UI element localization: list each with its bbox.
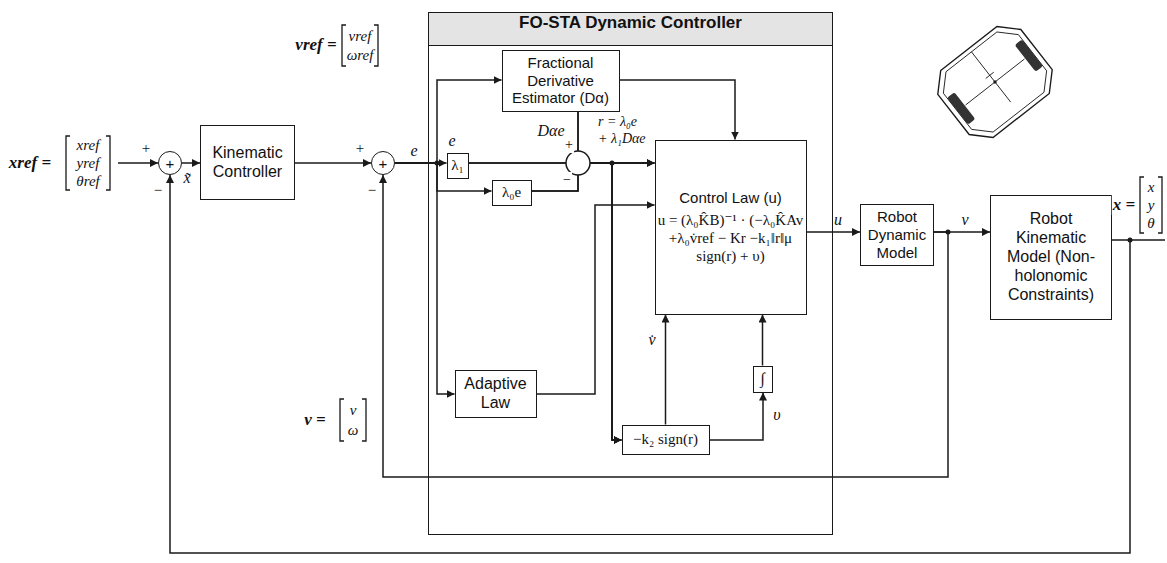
controller-group: Fractional Derivative Estimator (Dα) λ₁ λ₀… (428, 12, 833, 535)
adaptive-block: Adaptive Law (455, 370, 537, 418)
input-line (118, 162, 158, 164)
block-label: ∫ (760, 370, 764, 389)
signal-name: x = (1112, 195, 1136, 215)
signal-name: ω (347, 422, 360, 439)
signal-arrow (578, 112, 655, 164)
signal-name: ωref (346, 47, 375, 64)
signal-arrow (395, 163, 492, 191)
block-label: λ₁ (451, 157, 464, 175)
sign-symbol: + (141, 140, 151, 157)
signal-name: x̃ (182, 169, 191, 187)
block-label: −k₂ sign(r) (633, 431, 698, 449)
signal-name: v = (303, 410, 326, 430)
signal-name: r = λ₀e (597, 114, 638, 130)
sign-symbol: + (355, 140, 365, 157)
sign-symbol: − (562, 172, 572, 188)
signal-arrow (807, 231, 861, 233)
summing-junction: + (371, 151, 395, 175)
signal-arrow (182, 162, 200, 164)
sign-symbol: + (166, 156, 175, 171)
signal-name: y (1147, 197, 1156, 214)
block-label: Control Law (u) (679, 189, 782, 207)
signal-arrow (395, 80, 502, 163)
gain-block: λ₁ (447, 153, 469, 179)
sign-symbol: + (564, 137, 574, 153)
signal-name: vref (348, 28, 373, 45)
signal-arrow (710, 393, 764, 441)
signal-arrow (170, 175, 1130, 553)
signal-name: v (960, 211, 969, 229)
controller-block: Kinematic Controller (200, 125, 295, 200)
block-label: Robot Kinematic Model (Non- holonomic Co… (993, 210, 1109, 304)
plant-block: Robot Kinematic Model (Non- holonomic Co… (990, 195, 1112, 320)
signal-arrow (395, 163, 455, 394)
signal-arrow (383, 175, 948, 477)
signal-name: θref (75, 173, 100, 190)
signal-name: υ (772, 406, 781, 424)
sign-symbol: + (379, 156, 388, 171)
signal-name: u (833, 211, 843, 229)
signal-name: xref (76, 137, 101, 154)
signal-name: + λ₁Dαe (597, 131, 647, 147)
switching-block: −k₂ sign(r) (622, 425, 710, 455)
signal-name: Dαe (536, 122, 565, 140)
block-label: λ₀e (502, 184, 521, 202)
signal-name: e (447, 132, 456, 150)
block-label: Robot Dynamic Model (863, 208, 931, 261)
sign-symbol: − (153, 182, 163, 199)
formula-text: u = (λ₀K̂B)⁻¹ · (−λ₀K̂Av +λ₀v̇ref − Kr −… (658, 212, 804, 265)
plant-block: Robot Dynamic Model (860, 204, 934, 266)
signal-name: vref = (294, 35, 337, 55)
block-label: Adaptive Law (458, 375, 534, 413)
block-label: Kinematic Controller (203, 144, 292, 182)
group-title: FO-STA Dynamic Controller (429, 13, 832, 46)
block-label: Fractional Derivative Estimator (Dα) (505, 54, 617, 107)
output-line (1130, 239, 1165, 241)
signal-name: yref (76, 155, 101, 172)
signal-arrow (532, 163, 655, 191)
summing-junction: + (158, 151, 182, 175)
signal-arrow (762, 315, 764, 366)
signal-name: v (349, 402, 358, 419)
integrator-block: ∫ (753, 366, 773, 393)
gain-block: λ₀e (492, 180, 532, 206)
sign-symbol: − (367, 182, 377, 199)
signal-arrow (537, 205, 655, 394)
signal-name: θ (1146, 215, 1155, 232)
signal-name: xref = (8, 153, 52, 173)
signal-name: v̇ (647, 331, 656, 349)
estimator-block: Fractional Derivative Estimator (Dα) (502, 50, 620, 112)
robot-illustration (927, 16, 1062, 148)
control-law-block: Control Law (u) u = (λ₀K̂B)⁻¹ · (−λ₀K̂Av … (655, 140, 807, 315)
signal-name: e (409, 142, 418, 160)
signal-arrow (665, 315, 667, 425)
signal-arrow (295, 162, 371, 164)
signal-name: x (1147, 179, 1156, 196)
